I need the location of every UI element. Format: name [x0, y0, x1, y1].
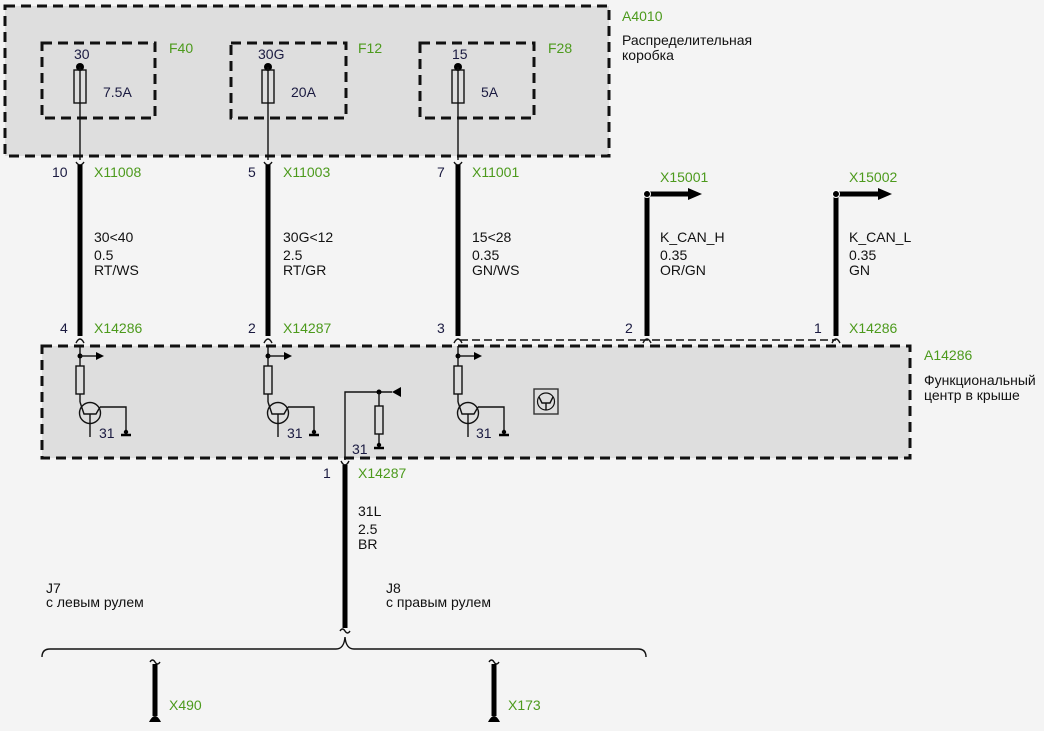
- wire-size: 0.5: [94, 247, 114, 263]
- wire-30-40[interactable]: [75, 161, 85, 344]
- variant-brace: [41, 636, 647, 658]
- ground-label: 31: [352, 441, 368, 457]
- ground-label: 31: [287, 425, 303, 441]
- wire-15-28[interactable]: [453, 161, 463, 344]
- fuse-box-f28[interactable]: [418, 41, 536, 120]
- wire-signal: 31L: [358, 503, 382, 519]
- wire-color: GN/WS: [472, 262, 519, 278]
- variant-label: с правым рулем: [386, 594, 491, 610]
- fuse-terminal-label: 30: [74, 46, 90, 62]
- pin-number: 1: [323, 465, 331, 481]
- wire-signal: 15<28: [472, 229, 512, 245]
- wire-signal: 30<40: [94, 229, 134, 245]
- fuse-box-f40[interactable]: [40, 41, 157, 120]
- ground-point-x490[interactable]: [149, 659, 161, 722]
- pin-number: 3: [437, 320, 445, 336]
- wire-color: BR: [358, 536, 377, 552]
- variant-code: J8: [386, 580, 401, 596]
- ground-input-circuit: [344, 387, 401, 460]
- wire-size: 0.35: [472, 247, 499, 263]
- wire-size: 2.5: [283, 247, 303, 263]
- arrow-left-icon: [392, 387, 401, 397]
- wire-size: 0.35: [849, 247, 876, 263]
- fuse-rating: 20A: [291, 84, 317, 100]
- wire-30g-12[interactable]: [263, 161, 273, 344]
- ground-point-x173[interactable]: [488, 659, 500, 722]
- fuse-rating: 7.5A: [103, 84, 132, 100]
- connector-id[interactable]: X14287: [283, 320, 331, 336]
- distribution-box-id[interactable]: A4010: [622, 8, 663, 24]
- arrow-right-icon: [688, 188, 702, 200]
- wire-color: RT/GR: [283, 262, 326, 278]
- pin-number: 5: [248, 164, 256, 180]
- fuse-terminal-label: 15: [452, 46, 468, 62]
- fuse-id[interactable]: F40: [169, 40, 193, 56]
- fuse-symbol-f28: [451, 63, 465, 160]
- pin-number: 10: [52, 164, 68, 180]
- arrow-right-icon: [96, 352, 104, 360]
- connector-id[interactable]: X14286: [94, 320, 142, 336]
- fuse-id[interactable]: F28: [548, 40, 572, 56]
- wire-size: 0.35: [660, 247, 687, 263]
- ground-point-id[interactable]: X173: [508, 697, 541, 713]
- ground-label: 31: [476, 425, 492, 441]
- connector-id[interactable]: X14286: [849, 320, 897, 336]
- pin-number: 7: [437, 164, 445, 180]
- fuse-rating: 5A: [481, 84, 499, 100]
- wire-31l[interactable]: [339, 460, 351, 634]
- pin-number: 4: [60, 320, 68, 336]
- wire-size: 2.5: [358, 521, 378, 537]
- arrow-right-icon: [878, 188, 892, 200]
- transistor-driver-2: [263, 346, 319, 437]
- ground-point-id[interactable]: X490: [169, 697, 202, 713]
- connector-id[interactable]: X14287: [358, 465, 406, 481]
- pin-number: 1: [814, 320, 822, 336]
- fuse-symbol-f12: [261, 63, 275, 160]
- fuse-symbol-f40: [73, 63, 87, 160]
- wire-signal: K_CAN_L: [849, 229, 911, 245]
- distribution-box-description: Распределительная: [622, 32, 752, 48]
- distribution-box-a4010[interactable]: [3, 4, 611, 158]
- transistor-module-icon: [533, 388, 559, 415]
- variant-label: с левым рулем: [46, 594, 144, 610]
- connector-id[interactable]: X15001: [660, 169, 708, 185]
- pin-number: 2: [248, 320, 256, 336]
- wire-signal: K_CAN_H: [660, 229, 725, 245]
- ground-label: 31: [99, 425, 115, 441]
- wire-signal: 30G<12: [283, 229, 333, 245]
- connector-id[interactable]: X15002: [849, 169, 897, 185]
- pin-number: 2: [625, 320, 633, 336]
- fuse-id[interactable]: F12: [358, 40, 382, 56]
- transistor-driver-1: [75, 346, 131, 437]
- variant-code: J7: [46, 580, 61, 596]
- transistor-driver-3: [453, 346, 509, 437]
- fuse-terminal-label: 30G: [258, 46, 284, 62]
- wire-k-can-l[interactable]: [831, 188, 892, 344]
- connector-id[interactable]: X11008: [94, 164, 141, 180]
- distribution-box-description: коробка: [622, 47, 674, 63]
- connector-id[interactable]: X11003: [283, 164, 330, 180]
- function-center-id[interactable]: A14286: [924, 347, 972, 363]
- connector-id[interactable]: X11001: [472, 164, 519, 180]
- wire-color: GN: [849, 262, 870, 278]
- wire-k-can-h[interactable]: [642, 188, 702, 344]
- arrow-right-icon: [474, 352, 482, 360]
- function-center-description: Функциональный: [924, 372, 1036, 388]
- ground-icon: [149, 716, 161, 722]
- fuse-box-f12[interactable]: [229, 41, 348, 120]
- wire-color: RT/WS: [94, 262, 139, 278]
- function-center-description: центр в крыше: [924, 387, 1020, 403]
- function-center-a14286[interactable]: [40, 344, 912, 460]
- ground-icon: [488, 716, 500, 722]
- arrow-right-icon: [284, 352, 292, 360]
- wire-color: OR/GN: [660, 262, 706, 278]
